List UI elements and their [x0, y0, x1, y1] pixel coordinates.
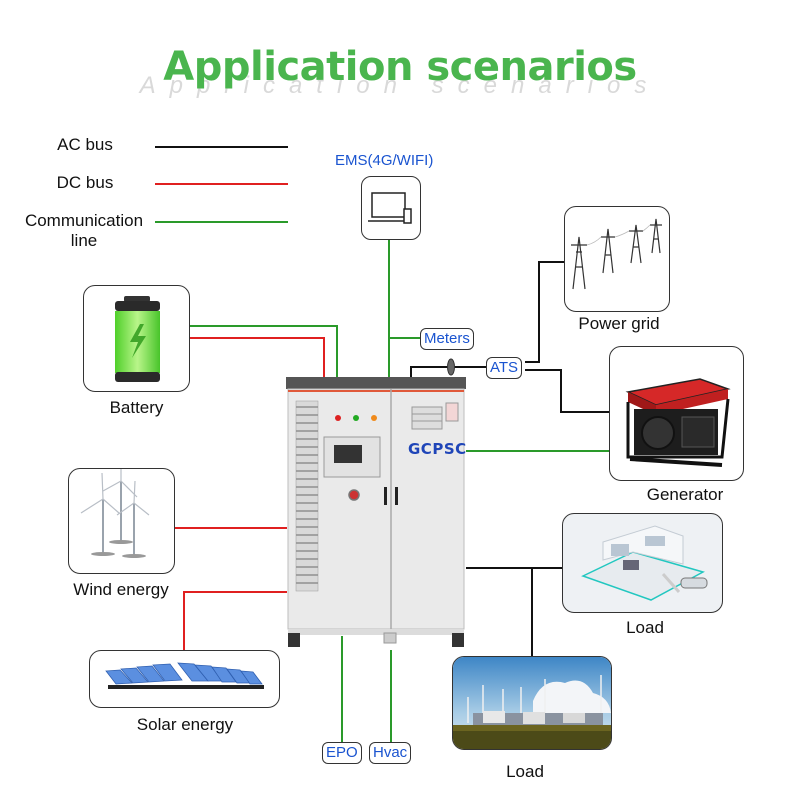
legend-comm-label-line2: line [70, 231, 98, 250]
load-plant-label: Load [506, 762, 544, 781]
battery-box[interactable] [83, 285, 190, 392]
hvac-tag[interactable]: Hvac [369, 742, 412, 764]
generator-icon [625, 378, 731, 467]
solar-energy-label: Solar energy [136, 715, 234, 734]
ems-label: EMS(4G/WIFI) [335, 152, 434, 169]
wind-turbine-icon [80, 469, 150, 558]
pcs-cabinet[interactable]: GCPSC [286, 377, 466, 647]
ats-grid-ac-line [525, 261, 564, 363]
cabinet-brand-logo: GCPSC [408, 440, 467, 458]
solar-panel-icon [105, 662, 264, 689]
epo-tag[interactable]: EPO [322, 742, 362, 764]
battery-icon [115, 296, 160, 382]
load-home-label: Load [626, 618, 664, 637]
legend-dc-label: DC bus [56, 173, 114, 192]
generator-box[interactable] [609, 346, 744, 481]
cabinet-icon [286, 377, 466, 647]
solar-energy-box[interactable] [89, 650, 280, 708]
power-grid-label: Power grid [578, 314, 660, 333]
battery-comm-line [190, 325, 338, 380]
battery-label: Battery [109, 398, 164, 417]
battery-dc-line [190, 337, 325, 380]
generator-label: Generator [646, 485, 724, 504]
wind-energy-box[interactable] [68, 468, 175, 574]
legend-comm-label: Communication line [14, 211, 154, 251]
cabinet-ats-ac-line [410, 366, 488, 378]
ats-generator-ac-line [525, 369, 610, 413]
wind-energy-label: Wind energy [73, 580, 169, 599]
ct-sensor-icon [447, 358, 455, 376]
laptop-icon [368, 192, 412, 224]
legend-ac-label: AC bus [57, 135, 113, 154]
load-plant-box[interactable] [452, 656, 612, 750]
house-icon [581, 525, 708, 601]
legend-comm-label-line1: Communication [24, 211, 144, 230]
load-home-box[interactable] [562, 513, 723, 613]
ems-box[interactable] [361, 176, 421, 240]
power-grid-box[interactable] [564, 206, 670, 312]
title-watermark: Application scenarios [139, 72, 661, 99]
solar-dc-line [183, 591, 287, 650]
page-title: Application scenarios [163, 44, 637, 90]
meters-tag[interactable]: Meters [420, 328, 474, 350]
transmission-tower-icon [571, 218, 662, 290]
energy-plant-icon [453, 657, 611, 749]
ats-tag[interactable]: ATS [486, 357, 523, 379]
